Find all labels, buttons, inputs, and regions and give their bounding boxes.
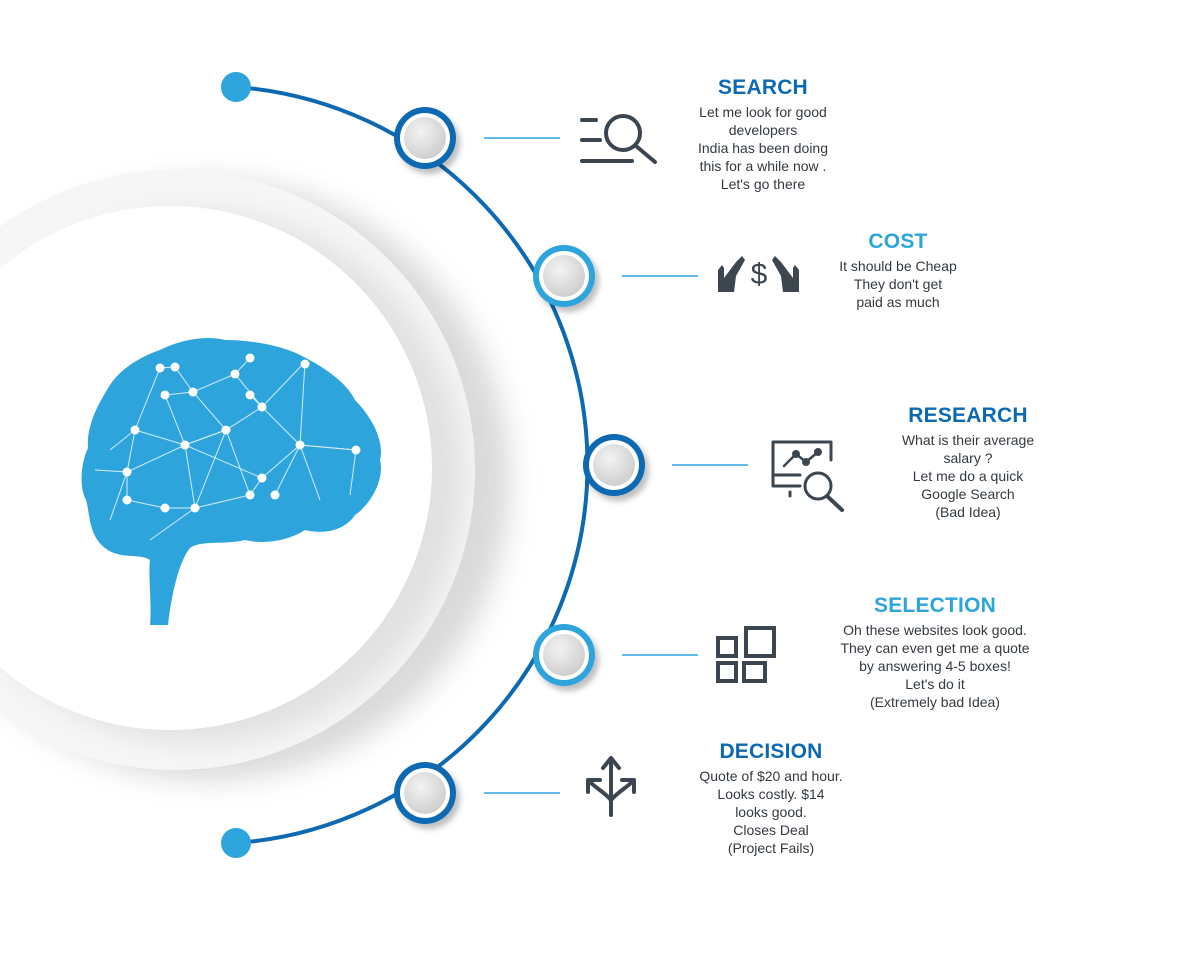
step-line: Quote of $20 and hour. (699, 768, 843, 784)
arc-start-dot (221, 72, 251, 102)
step-line: Closes Deal (733, 822, 809, 838)
node-decision (394, 762, 456, 824)
svg-text:$: $ (751, 258, 768, 291)
step-search: SEARCH Let me look for good developers I… (663, 76, 863, 193)
step-line: They can even get me a quote (840, 640, 1030, 656)
step-title-research: RESEARCH (908, 404, 1028, 427)
step-line: looks good. (735, 804, 807, 820)
search-list-icon (580, 114, 657, 164)
step-line: Let's go there (720, 176, 806, 192)
step-line: Google Search (921, 486, 1015, 502)
split-arrows-icon (586, 756, 636, 817)
chart-magnifier-icon (771, 440, 844, 512)
step-line: Let's do it (905, 676, 965, 692)
step-line: It should be Cheap (839, 258, 957, 274)
hands-dollar-icon: $ (718, 256, 799, 292)
step-line: Looks costly. $14 (717, 786, 825, 802)
step-line: (Extremely bad Idea) (870, 694, 1000, 710)
step-line: salary ? (943, 450, 993, 466)
step-cost: COST It should be Cheap They don't get p… (798, 230, 998, 311)
step-title-decision: DECISION (719, 740, 823, 763)
step-line: India has been doing (698, 140, 828, 156)
step-title-cost: COST (868, 230, 928, 253)
step-line: developers (728, 122, 798, 138)
step-line: this for a while now . (699, 158, 827, 174)
step-line: (Project Fails) (727, 840, 815, 856)
step-title-selection: SELECTION (874, 594, 996, 617)
node-selection (533, 624, 595, 686)
step-line: Let me look for good (699, 104, 827, 120)
node-cost (533, 245, 595, 307)
step-line: Oh these websites look good. (843, 622, 1027, 638)
grid-squares-icon (716, 626, 776, 683)
step-line: What is their average (901, 432, 1035, 448)
step-decision: DECISION Quote of $20 and hour. Looks co… (671, 740, 871, 857)
arc-end-dot (221, 828, 251, 858)
step-selection: SELECTION Oh these websites look good. T… (820, 594, 1050, 711)
brain-network-illustration (81, 338, 381, 625)
step-line: They don't get (853, 276, 943, 292)
step-line: by answering 4-5 boxes! (859, 658, 1011, 674)
step-line: (Bad Idea) (935, 504, 1001, 520)
node-research (583, 434, 645, 496)
node-search (394, 107, 456, 169)
step-title-search: SEARCH (718, 76, 808, 99)
step-line: paid as much (856, 294, 940, 310)
step-research: RESEARCH What is their average salary ? … (868, 404, 1068, 521)
step-line: Let me do a quick (912, 468, 1024, 484)
